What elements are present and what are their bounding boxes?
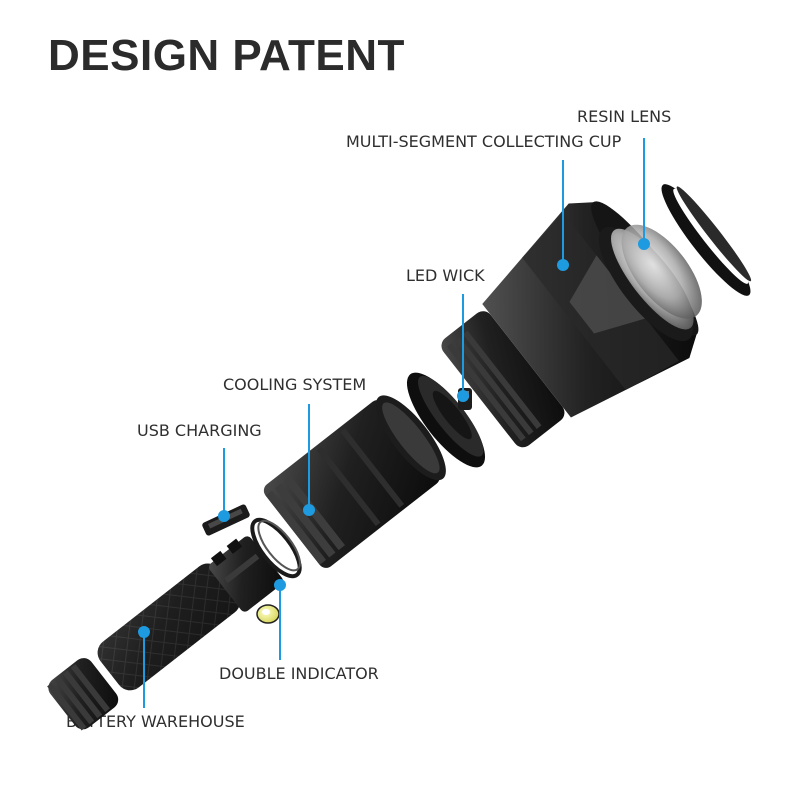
led-disk [406,372,486,468]
label-usb-charging: USB CHARGING [137,421,262,440]
label-double-indicator: DOUBLE INDICATOR [219,664,379,683]
callout-dot-double-indicator [274,579,286,591]
label-cooling-system: COOLING SYSTEM [223,375,367,394]
callout-dot-collecting-cup [557,259,569,271]
label-led-wick: LED WICK [406,266,485,285]
diagram-title: DESIGN PATENT [48,31,405,80]
label-collecting-cup: MULTI-SEGMENT COLLECTING CUP [346,132,622,151]
switch-housing [209,536,283,612]
label-resin-lens: RESIN LENS [577,107,672,126]
indicator-lamp [256,604,280,624]
callout-dot-cooling-system [303,504,315,516]
label-battery-warehouse: BATTERY WAREHOUSE [66,712,245,731]
bezel-ring [661,184,752,296]
callout-lines [138,138,650,708]
callout-dot-led-wick [457,390,469,402]
callout-dot-resin-lens [638,238,650,250]
o-ring [250,517,302,579]
tail-cap [47,658,119,731]
callout-dot-battery-warehouse [138,626,150,638]
callout-dot-usb-charging [218,510,230,522]
cooling-body [263,395,446,568]
